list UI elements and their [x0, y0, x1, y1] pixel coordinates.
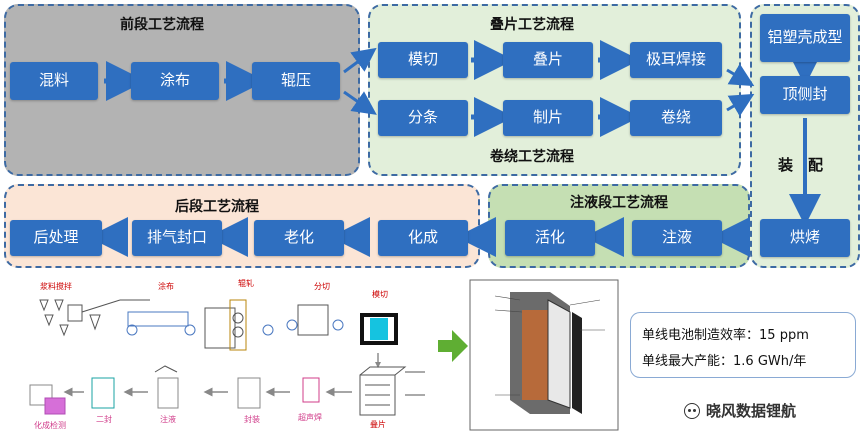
step-baking[interactable]: 烘烤: [760, 219, 850, 257]
step-top-side-seal[interactable]: 顶侧封: [760, 76, 850, 114]
stack-process-region: [368, 4, 741, 176]
efficiency-row: 单线电池制造效率：15 ppm: [642, 324, 809, 343]
label-rolling: 辊轧: [238, 279, 254, 288]
pouch-cell-diagram: [469, 279, 619, 431]
step-tab-welding[interactable]: 极耳焊接: [630, 42, 722, 78]
label-coating: 涂布: [158, 282, 174, 291]
capacity-row: 单线最大产能：1.6 GWh/年: [642, 350, 806, 369]
step-formation[interactable]: 化成: [378, 220, 468, 256]
step-slitting[interactable]: 分条: [378, 100, 468, 136]
assembly-label: 装 配: [778, 156, 824, 174]
green-arrow: [438, 330, 468, 362]
back-process-title: 后段工艺流程: [175, 199, 259, 215]
efficiency-label: 单线电池制造效率：: [642, 328, 760, 343]
efficiency-value: 15 ppm: [759, 328, 809, 343]
step-injection[interactable]: 注液: [632, 220, 722, 256]
brand-logo: 晓风数据锂航: [684, 400, 796, 421]
capacity-label: 单线最大产能：: [642, 354, 734, 369]
front-process-title: 前段工艺流程: [120, 17, 204, 33]
capacity-value: 1.6 GWh/年: [733, 354, 807, 369]
label-formation-test: 化成检测: [34, 421, 66, 430]
step-mixing[interactable]: 混料: [10, 62, 98, 100]
label-ultrasonic-welding: 超声焊: [298, 413, 322, 422]
label-slitting: 分切: [314, 282, 330, 291]
wind-process-title: 卷绕工艺流程: [490, 149, 574, 165]
label-packaging: 封装: [244, 415, 260, 424]
process-sketch: [29, 299, 425, 416]
step-activation[interactable]: 活化: [505, 220, 595, 256]
label-stacking: 叠片: [370, 420, 386, 429]
label-die-cutting: 模切: [372, 290, 388, 299]
stack-process-title: 叠片工艺流程: [490, 17, 574, 33]
step-die-cutting[interactable]: 模切: [378, 42, 468, 78]
label-injection: 注液: [160, 415, 176, 424]
step-winding[interactable]: 卷绕: [630, 100, 722, 136]
stats-box: [630, 312, 856, 378]
step-aging[interactable]: 老化: [254, 220, 344, 256]
step-stacking[interactable]: 叠片: [503, 42, 593, 78]
step-pouch-forming[interactable]: 铝塑壳成型: [760, 14, 850, 62]
step-rolling[interactable]: 辊压: [252, 62, 340, 100]
step-degas-sealing[interactable]: 排气封口: [132, 220, 222, 256]
step-post-processing[interactable]: 后处理: [10, 220, 102, 256]
wechat-icon: [684, 402, 700, 419]
brand-name: 晓风数据锂航: [706, 402, 797, 420]
label-slurry-mixing: 浆料搅拌: [40, 282, 72, 291]
label-second-seal: 二封: [96, 415, 112, 424]
step-sheet-making[interactable]: 制片: [503, 100, 593, 136]
inject-process-title: 注液段工艺流程: [570, 195, 668, 211]
step-coating[interactable]: 涂布: [131, 62, 219, 100]
